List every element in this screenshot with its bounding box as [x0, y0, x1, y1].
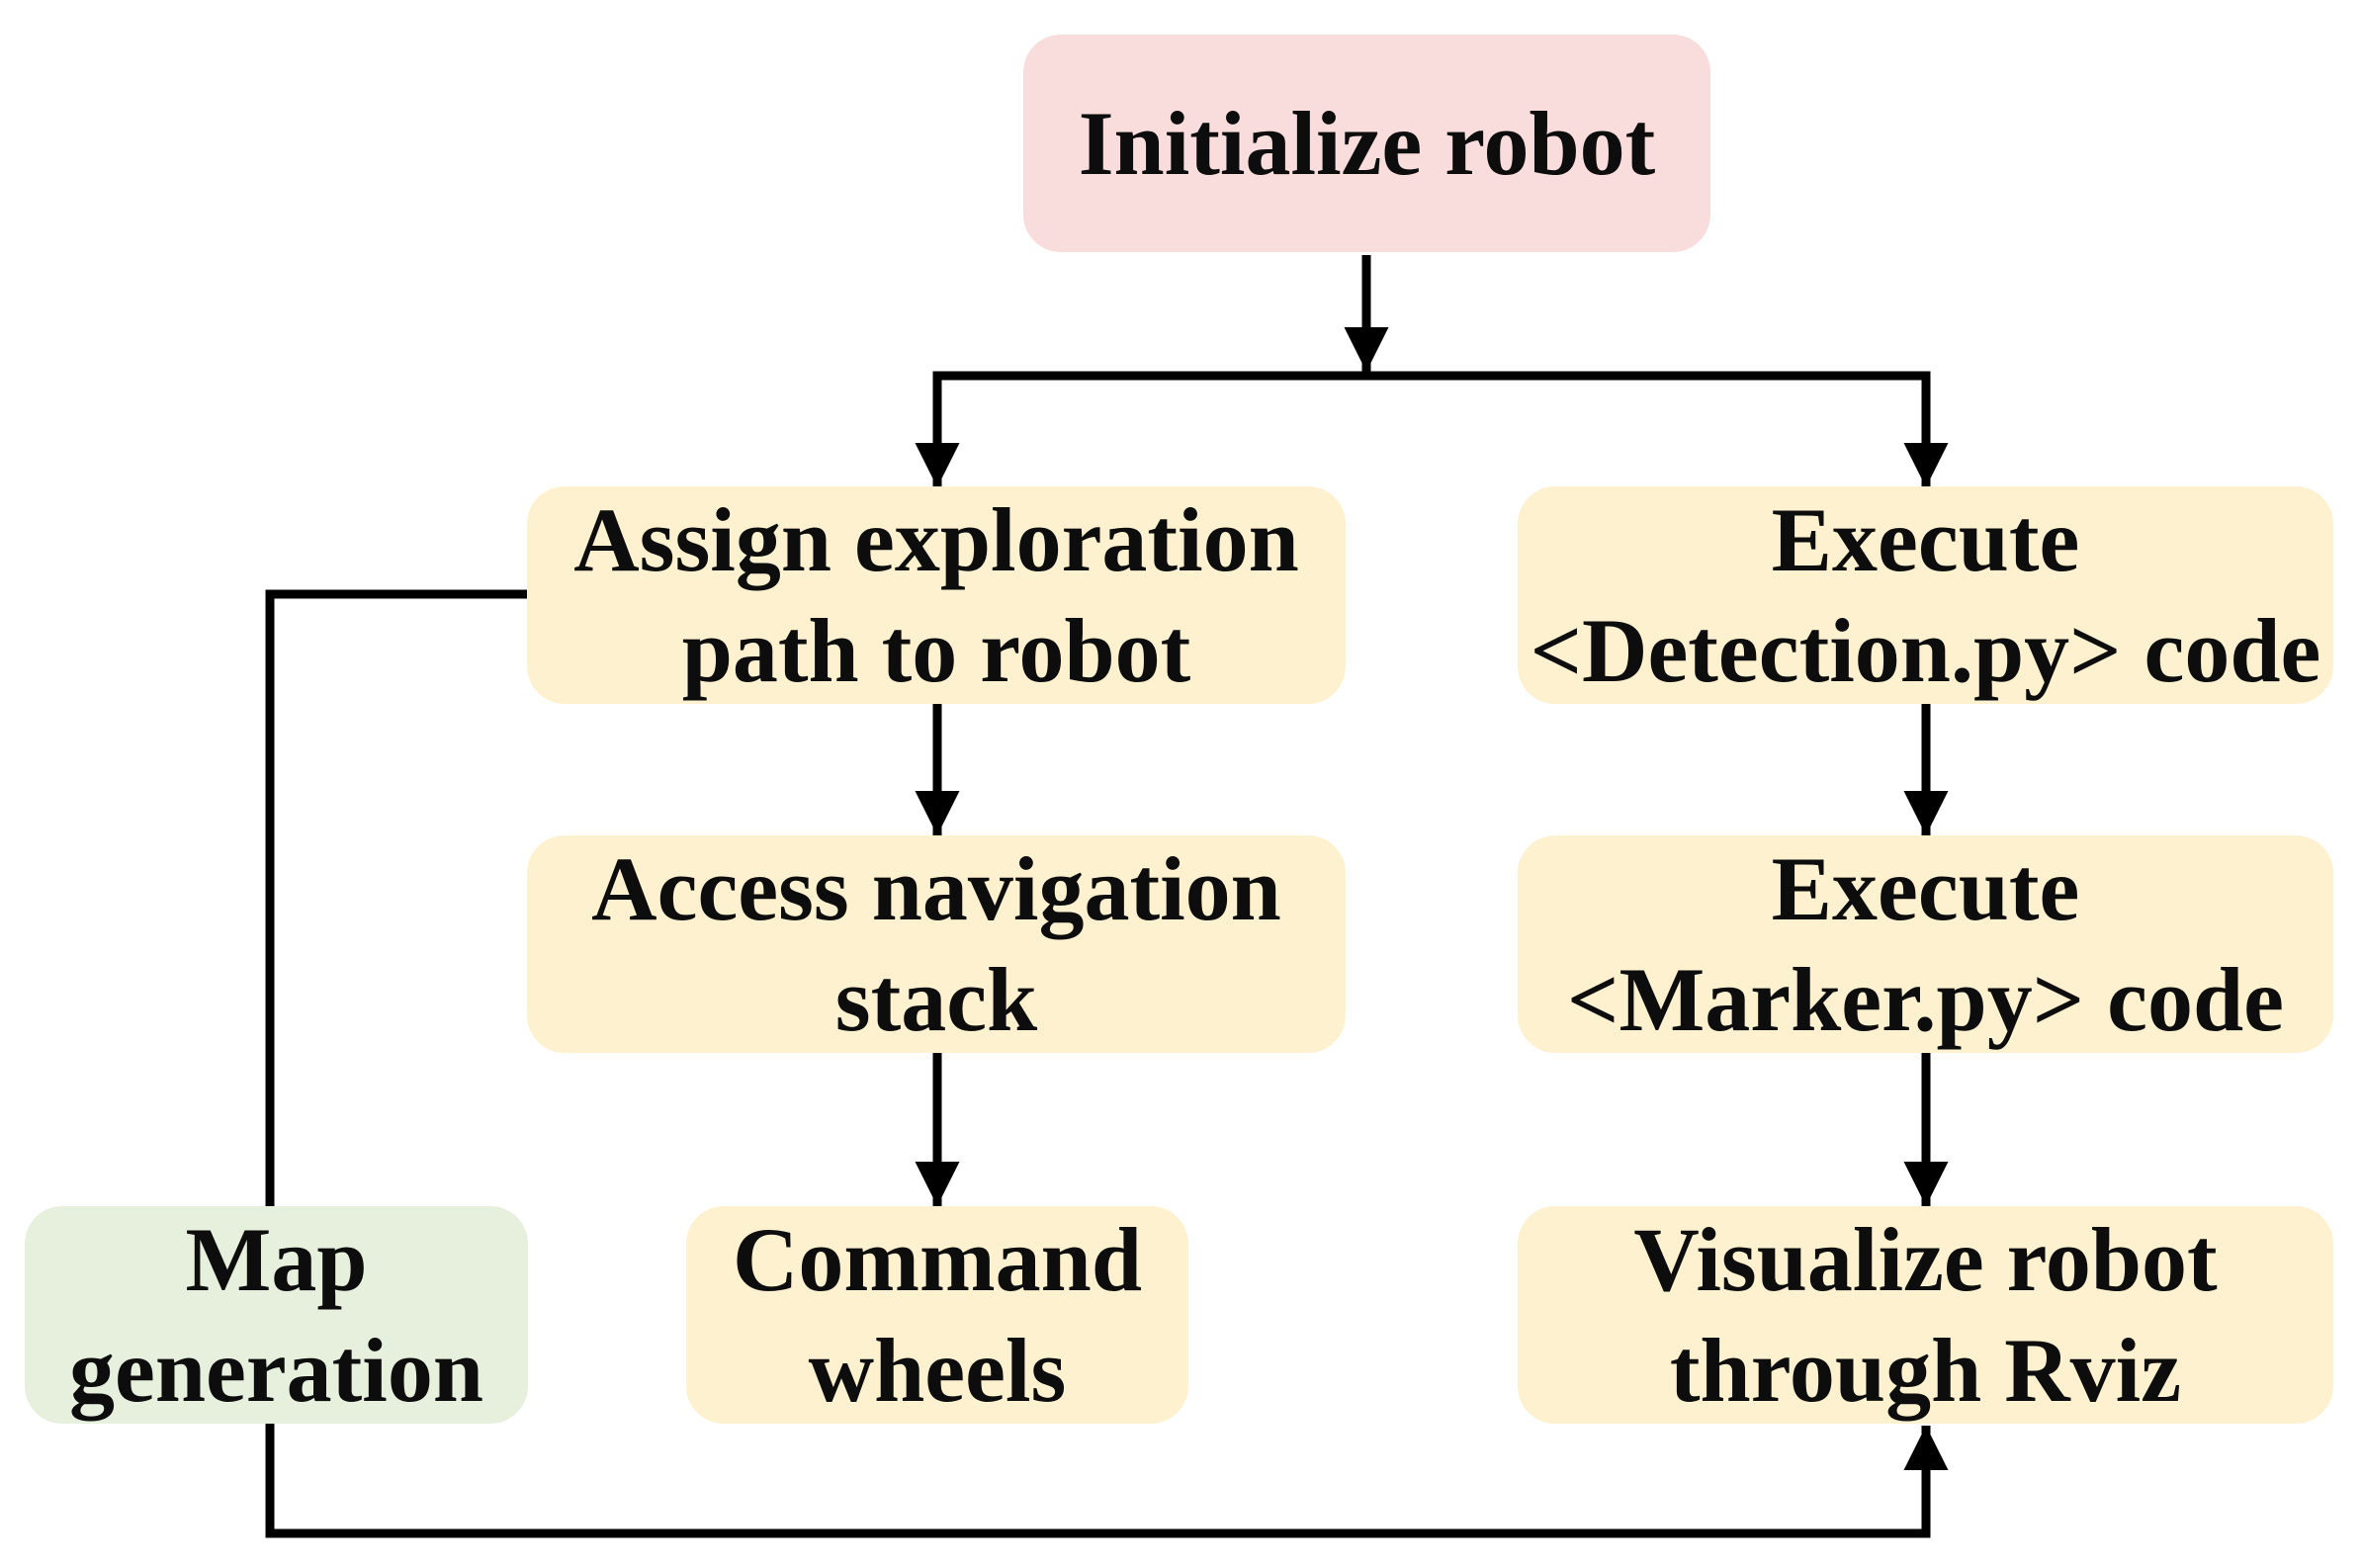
node-text-line: Map	[185, 1209, 368, 1310]
node-initialize-robot: Initialize robot	[1023, 35, 1710, 252]
connector-assign-to-map	[265, 589, 527, 1208]
node-text-line: Visualize robot	[1633, 1209, 2218, 1310]
node-execute-detection: Execute<Detection.py> code	[1518, 486, 2333, 704]
node-text-line: Execute	[1771, 838, 2080, 939]
node-text-line: Initialize robot	[1078, 93, 1656, 194]
node-text-line: path to robot	[681, 600, 1191, 701]
node-text-line: Assign exploration	[573, 489, 1299, 590]
node-text-line: Command	[732, 1209, 1143, 1310]
branch-line	[932, 371, 1931, 487]
node-text-line: <Detection.py> code	[1530, 600, 2321, 701]
node-execute-marker: Execute<Marker.py> code	[1518, 835, 2333, 1053]
node-text-line: wheels	[808, 1320, 1067, 1421]
node-text-line: through Rviz	[1669, 1320, 2182, 1421]
node-text-line: <Marker.py> code	[1567, 949, 2284, 1050]
node-text-line: generation	[68, 1320, 484, 1421]
node-text-line: Access navigation	[591, 838, 1281, 939]
arrow-map-to-visualize	[265, 1424, 1949, 1538]
node-text-line: Execute	[1771, 489, 2080, 590]
node-text-line: stack	[834, 949, 1038, 1050]
